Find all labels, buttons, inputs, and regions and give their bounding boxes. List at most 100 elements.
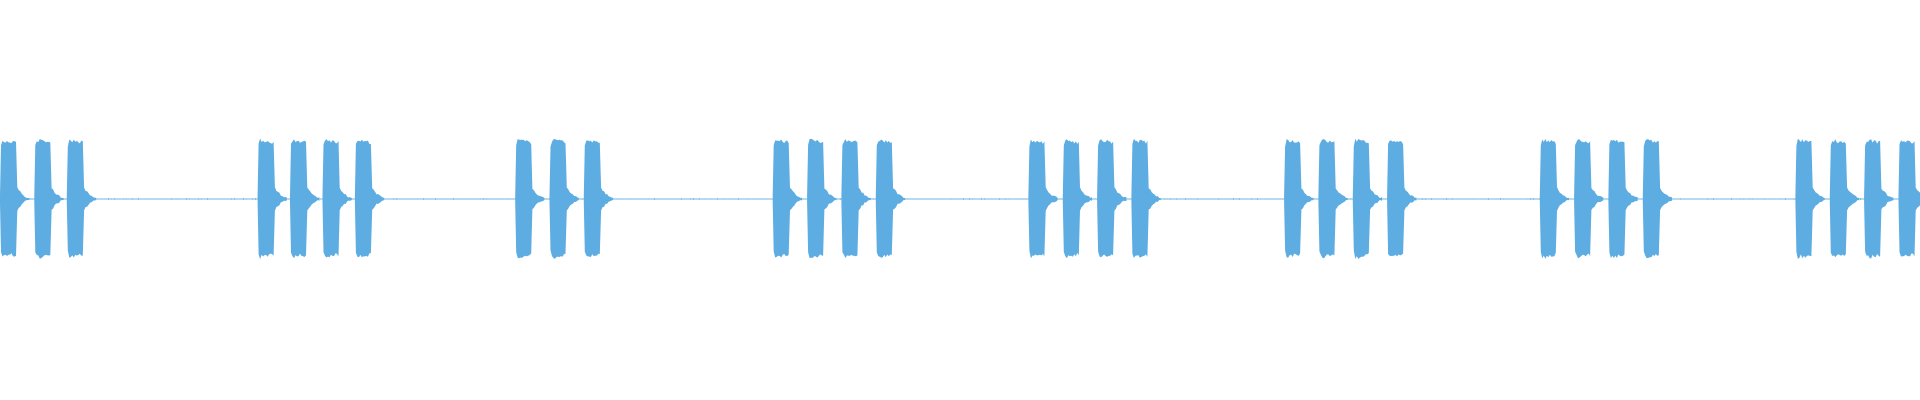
waveform-noise-sample <box>699 198 700 200</box>
waveform-noise-sample <box>465 198 466 200</box>
waveform-noise-sample <box>1740 198 1741 200</box>
waveform-noise-sample <box>138 197 139 201</box>
waveform-noise-sample <box>1698 198 1699 200</box>
waveform-noise-sample <box>1713 197 1714 201</box>
waveform-noise-sample <box>1500 197 1501 201</box>
waveform-noise-sample <box>123 198 124 200</box>
waveform-noise-sample <box>1539 198 1540 200</box>
waveform-noise-sample <box>873 198 874 200</box>
waveform-noise-sample <box>732 198 733 200</box>
waveform-noise-sample <box>1005 198 1006 200</box>
waveform-pulse-burst-5-2 <box>1062 139 1092 259</box>
waveform-noise-sample <box>426 198 427 200</box>
waveform-noise-sample <box>747 198 748 200</box>
waveform-pulse-burst-7-1 <box>1539 138 1569 259</box>
waveform-noise-sample <box>228 198 229 200</box>
waveform-noise-sample <box>690 198 691 200</box>
waveform-noise-sample <box>1008 198 1009 200</box>
waveform-noise-sample <box>1731 198 1732 200</box>
waveform-noise-sample <box>1233 197 1234 201</box>
waveform-noise-sample <box>1191 198 1192 200</box>
waveform-noise-sample <box>681 198 682 200</box>
waveform-noise-sample <box>711 198 712 200</box>
waveform-noise-sample <box>480 198 481 200</box>
waveform-noise-sample <box>969 198 970 200</box>
waveform-noise-sample <box>252 198 253 200</box>
waveform-noise-sample <box>393 198 394 200</box>
waveform-pulses <box>0 138 1920 260</box>
waveform-pulse-burst-7-4 <box>1642 139 1673 259</box>
waveform-pulse-burst-5-1 <box>1028 139 1058 259</box>
waveform-noise-sample <box>1785 197 1786 201</box>
waveform-noise-sample <box>177 198 178 200</box>
waveform-noise-sample <box>132 198 133 200</box>
waveform-noise-sample <box>486 198 487 200</box>
waveform-pulse-burst-2-2 <box>290 139 320 259</box>
waveform-noise-sample <box>1419 198 1420 200</box>
waveform-noise-sample <box>582 198 583 200</box>
waveform-noise-sample <box>705 198 706 200</box>
waveform-noise-sample <box>417 198 418 200</box>
waveform-pulse-burst-2-1 <box>257 138 287 260</box>
waveform-noise-sample <box>951 198 952 200</box>
waveform-pulse-burst-6-2 <box>1318 139 1348 259</box>
waveform-noise-sample <box>1794 198 1795 200</box>
waveform-pulse-burst-8-3 <box>1864 139 1894 259</box>
waveform-noise-sample <box>111 198 112 200</box>
waveform-noise-sample <box>186 198 187 200</box>
waveform-noise-sample <box>483 198 484 200</box>
waveform-noise-sample <box>1431 198 1432 200</box>
waveform-noise-sample <box>693 197 694 201</box>
waveform-pulse-burst-1-2 <box>34 139 64 259</box>
waveform-noise-sample <box>1749 198 1750 200</box>
waveform-noise-sample <box>171 198 172 200</box>
waveform-pulse-burst-7-2 <box>1574 139 1604 259</box>
waveform-noise-sample <box>972 198 973 200</box>
waveform-noise-sample <box>192 198 193 200</box>
waveform-noise-sample <box>1164 198 1165 200</box>
waveform-pulse-burst-2-4 <box>354 139 385 258</box>
waveform-noise-sample <box>648 198 649 200</box>
waveform-noise-sample <box>1239 198 1240 200</box>
waveform-noise-sample <box>1188 198 1189 200</box>
waveform-noise-sample <box>207 197 208 201</box>
waveform-noise-sample <box>255 197 256 201</box>
waveform-noise-sample <box>1707 198 1708 200</box>
waveform-noise-sample <box>96 198 97 200</box>
waveform-pulse-burst-3-1 <box>515 139 545 259</box>
waveform-noise-sample <box>201 198 202 200</box>
waveform-noise-sample <box>1752 198 1753 200</box>
waveform-noise-sample <box>1185 198 1186 200</box>
waveform-noise-sample <box>1422 198 1423 200</box>
waveform-pulse-burst-4-1 <box>772 139 802 258</box>
waveform-noise-sample <box>1773 198 1774 200</box>
waveform-noise-sample <box>1464 198 1465 200</box>
waveform-noise-sample <box>1236 198 1237 200</box>
waveform-noise-sample <box>999 198 1000 200</box>
waveform-noise-sample <box>198 198 199 200</box>
waveform-noise-sample <box>108 197 109 201</box>
waveform-pulse-burst-8-2 <box>1829 139 1860 258</box>
waveform-noise-sample <box>1533 197 1534 201</box>
waveform-noise-sample <box>453 198 454 200</box>
waveform-noise-sample <box>927 198 928 200</box>
waveform-noise-sample <box>948 198 949 200</box>
waveform-noise-sample <box>984 198 985 200</box>
waveform-noise-sample <box>189 198 190 200</box>
waveform-noise-sample <box>990 198 991 200</box>
waveform-noise-sample <box>1425 198 1426 200</box>
waveform-noise-sample <box>1257 198 1258 200</box>
waveform-noise-sample <box>630 198 631 200</box>
waveform-noise-sample <box>1176 198 1177 200</box>
waveform-noise-sample <box>1251 198 1252 200</box>
waveform-noise-sample <box>231 198 232 200</box>
waveform-noise-sample <box>981 197 982 201</box>
waveform-pulse-burst-6-3 <box>1352 138 1383 259</box>
waveform-noise-sample <box>1860 197 1861 201</box>
waveform-noise-sample <box>717 198 718 200</box>
waveform-noise-sample <box>1446 197 1447 201</box>
waveform-pulse-burst-3-3 <box>583 140 614 257</box>
waveform-noise-sample <box>1167 198 1168 200</box>
